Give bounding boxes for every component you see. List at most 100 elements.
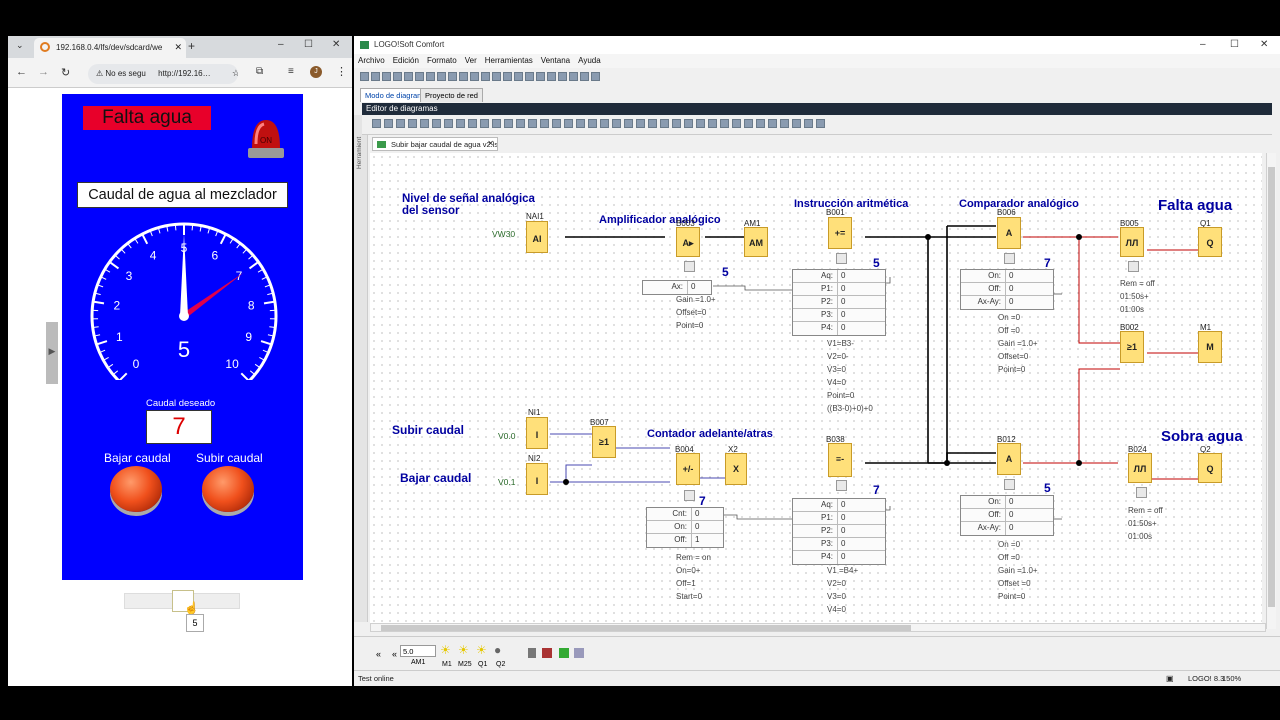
file-tab[interactable]: Subir bajar caudal de agua v2.lsc ✕ xyxy=(372,137,498,151)
forward-icon[interactable]: → xyxy=(38,66,49,78)
close-window-icon[interactable]: ✕ xyxy=(332,39,341,50)
minimize-icon[interactable]: – xyxy=(1200,39,1206,50)
collapse-left2-icon[interactable]: « xyxy=(392,649,398,659)
diagram-tool-icon[interactable] xyxy=(588,119,597,128)
block-ni2[interactable]: I xyxy=(526,463,548,495)
close-tab-icon[interactable]: ✕ xyxy=(174,42,182,52)
vertical-scroll-thumb[interactable] xyxy=(1268,167,1275,607)
diagram-tool-icon[interactable] xyxy=(672,119,681,128)
lower-flow-button[interactable] xyxy=(110,466,162,512)
block-b002[interactable]: ≥1 xyxy=(1120,331,1144,363)
block-q2[interactable]: Q xyxy=(1198,453,1222,483)
diagram-tool-icon[interactable] xyxy=(792,119,801,128)
block-b007[interactable]: ≥1 xyxy=(592,426,616,458)
block-nai1[interactable]: AI xyxy=(526,221,548,253)
main-tool-icon[interactable] xyxy=(393,72,402,81)
tab-network-project[interactable]: Proyecto de red xyxy=(420,88,483,102)
close-window-icon[interactable]: ✕ xyxy=(1260,39,1269,50)
tools-side-panel[interactable]: Herramient xyxy=(354,115,368,622)
main-tool-icon[interactable] xyxy=(558,72,567,81)
main-tool-icon[interactable] xyxy=(547,72,556,81)
main-tool-icon[interactable] xyxy=(591,72,600,81)
block-am1[interactable]: AM xyxy=(744,227,768,257)
main-tool-icon[interactable] xyxy=(426,72,435,81)
diagram-canvas[interactable]: Nivel de señal analógica del sensor Ampl… xyxy=(370,153,1262,623)
sim-record-icon[interactable] xyxy=(542,648,552,658)
diagram-tool-icon[interactable] xyxy=(636,119,645,128)
diagram-tool-icon[interactable] xyxy=(684,119,693,128)
raise-flow-button[interactable] xyxy=(202,466,254,512)
diagram-tool-icon[interactable] xyxy=(708,119,717,128)
lamp-q1-icon[interactable]: ☀ xyxy=(476,643,487,657)
extensions-icon[interactable]: ⧉ xyxy=(256,66,264,77)
diagram-tool-icon[interactable] xyxy=(492,119,501,128)
sim-stop-icon[interactable] xyxy=(528,648,536,658)
sim-analog-input[interactable]: 5.0 xyxy=(400,645,436,657)
horizontal-scroll-thumb[interactable] xyxy=(381,625,911,631)
diagram-tool-icon[interactable] xyxy=(804,119,813,128)
diagram-tool-icon[interactable] xyxy=(420,119,429,128)
main-tool-icon[interactable] xyxy=(492,72,501,81)
expand-b024-icon[interactable] xyxy=(1136,487,1147,498)
collapse-b004-icon[interactable] xyxy=(684,490,695,501)
collapse-b006-icon[interactable] xyxy=(1004,253,1015,264)
browser-tab[interactable]: 192.168.0.4/lfs/dev/sdcard/we ✕ xyxy=(34,38,186,58)
diagram-tool-icon[interactable] xyxy=(816,119,825,128)
diagram-tool-icon[interactable] xyxy=(696,119,705,128)
sim-table-icon[interactable] xyxy=(574,648,584,658)
diagram-tool-icon[interactable] xyxy=(564,119,573,128)
block-b038[interactable]: ≡- xyxy=(828,443,852,477)
main-tool-icon[interactable] xyxy=(448,72,457,81)
main-tool-icon[interactable] xyxy=(437,72,446,81)
collapse-b012-icon[interactable] xyxy=(1004,479,1015,490)
main-tool-icon[interactable] xyxy=(360,72,369,81)
main-tool-icon[interactable] xyxy=(415,72,424,81)
diagram-tool-icon[interactable] xyxy=(612,119,621,128)
diagram-tool-icon[interactable] xyxy=(432,119,441,128)
diagram-tool-icon[interactable] xyxy=(552,119,561,128)
diagram-tool-icon[interactable] xyxy=(444,119,453,128)
minimize-icon[interactable]: – xyxy=(278,39,284,50)
lamp-q2-icon[interactable]: ● xyxy=(494,643,502,657)
diagram-tool-icon[interactable] xyxy=(624,119,633,128)
collapse-b003-icon[interactable] xyxy=(684,261,695,272)
main-tool-icon[interactable] xyxy=(481,72,490,81)
address-bar[interactable]: ⚠ No es segu http://192.16… ☆ xyxy=(88,64,238,84)
lamp-m25-icon[interactable]: ☀ xyxy=(458,643,469,657)
sim-grid-icon[interactable] xyxy=(559,648,569,658)
block-ni1[interactable]: I xyxy=(526,417,548,449)
bookmark-star-icon[interactable]: ☆ xyxy=(231,68,238,78)
diagram-tool-icon[interactable] xyxy=(528,119,537,128)
diagram-tool-icon[interactable] xyxy=(384,119,393,128)
diagram-tool-icon[interactable] xyxy=(504,119,513,128)
diagram-tool-icon[interactable] xyxy=(744,119,753,128)
diagram-tool-icon[interactable] xyxy=(768,119,777,128)
collapse-b038-icon[interactable] xyxy=(836,480,847,491)
diagram-tool-icon[interactable] xyxy=(648,119,657,128)
menu-formato[interactable]: Formato xyxy=(426,56,457,65)
new-tab-icon[interactable]: + xyxy=(188,39,196,53)
block-b001[interactable]: += xyxy=(828,217,852,249)
diagram-tool-icon[interactable] xyxy=(372,119,381,128)
not-secure-warning-icon[interactable]: ⚠ xyxy=(96,69,106,78)
main-tool-icon[interactable] xyxy=(382,72,391,81)
diagram-tool-icon[interactable] xyxy=(540,119,549,128)
main-tool-icon[interactable] xyxy=(569,72,578,81)
menu-kebab-icon[interactable]: ⋮ xyxy=(336,66,347,78)
maximize-icon[interactable]: ☐ xyxy=(1230,39,1239,50)
collapse-left-icon[interactable]: « xyxy=(376,649,382,659)
main-tool-icon[interactable] xyxy=(470,72,479,81)
maximize-icon[interactable]: ☐ xyxy=(304,39,313,50)
collapse-b001-icon[interactable] xyxy=(836,253,847,264)
diagram-tool-icon[interactable] xyxy=(720,119,729,128)
menu-herramientas[interactable]: Herramientas xyxy=(484,56,533,65)
lamp-m1-icon[interactable]: ☀ xyxy=(440,643,451,657)
main-tool-icon[interactable] xyxy=(459,72,468,81)
block-b024[interactable]: ЛЛ xyxy=(1128,453,1152,483)
scroll-thumb[interactable] xyxy=(172,590,194,612)
block-b006[interactable]: A xyxy=(997,217,1021,249)
menu-edicion[interactable]: Edición xyxy=(392,56,419,65)
menu-ver[interactable]: Ver xyxy=(464,56,477,65)
main-tool-icon[interactable] xyxy=(514,72,523,81)
diagram-tool-icon[interactable] xyxy=(480,119,489,128)
